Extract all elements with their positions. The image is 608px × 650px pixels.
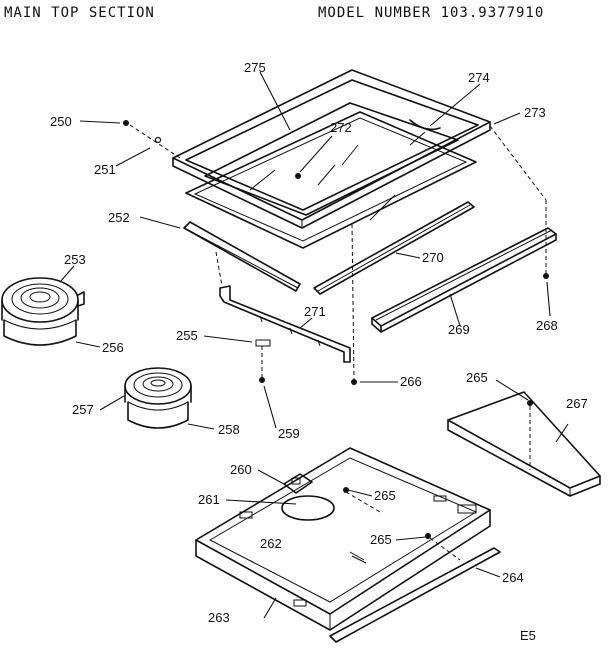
callout-270: 270: [422, 250, 444, 265]
trim-strip-part-264: [329, 547, 501, 643]
callout-265-front: 265: [370, 532, 392, 547]
glass-frame-part-275: [172, 69, 491, 229]
callout-251: 251: [94, 162, 116, 177]
model-number: MODEL NUMBER 103.9377910: [318, 5, 545, 21]
callout-265-plate: 265: [466, 370, 488, 385]
side-rail-part-270: [313, 201, 475, 295]
callout-255: 255: [176, 328, 198, 343]
side-rail-part-252: [183, 221, 301, 292]
callout-259: 259: [278, 426, 300, 441]
callout-265-box: 265: [374, 488, 396, 503]
element-hole-part-261: [281, 495, 335, 521]
callout-275: 275: [244, 60, 266, 75]
drip-pan-part-258: [127, 401, 189, 429]
callout-273: 273: [524, 105, 546, 120]
burner-box-part-263: [195, 447, 491, 631]
callout-269: 269: [448, 322, 470, 337]
surface-unit-large-part-253: [1, 277, 85, 323]
trim-channel-part-269: [371, 227, 557, 333]
callout-272: 272: [330, 120, 352, 135]
drip-pan-part-256: [3, 319, 77, 346]
glass-pane-part-272: [204, 102, 459, 221]
section-title: MAIN TOP SECTION: [4, 5, 155, 21]
terminal-block-part-260: [283, 473, 313, 494]
surface-unit-small-part-257: [124, 367, 192, 405]
callout-264: 264: [502, 570, 524, 585]
callout-256: 256: [102, 340, 124, 355]
callout-262: 262: [260, 536, 282, 551]
callout-271: 271: [304, 304, 326, 319]
callout-labels: 250 251 252 253 255 256 257 258 259 260 …: [50, 60, 588, 643]
callout-250: 250: [50, 114, 72, 129]
inner-panel: [185, 111, 477, 249]
callout-266: 266: [400, 374, 422, 389]
callout-263: 263: [208, 610, 230, 625]
callout-258: 258: [218, 422, 240, 437]
fasteners: [123, 120, 549, 539]
callout-253: 253: [64, 252, 86, 267]
footer-code: E5: [520, 628, 536, 643]
cover-plate-part-267: [447, 391, 601, 497]
assembly-guide-lines: [129, 124, 547, 561]
callout-260: 260: [230, 462, 252, 477]
callout-268: 268: [536, 318, 558, 333]
support-bracket-part-271: [219, 285, 351, 363]
wire-part-262: [349, 551, 367, 564]
callout-274: 274: [468, 70, 490, 85]
callout-267: 267: [566, 396, 588, 411]
callout-257: 257: [72, 402, 94, 417]
callout-252: 252: [108, 210, 130, 225]
leader-lines: [59, 71, 569, 619]
gasket-part-274: [409, 119, 441, 131]
callout-261: 261: [198, 492, 220, 507]
